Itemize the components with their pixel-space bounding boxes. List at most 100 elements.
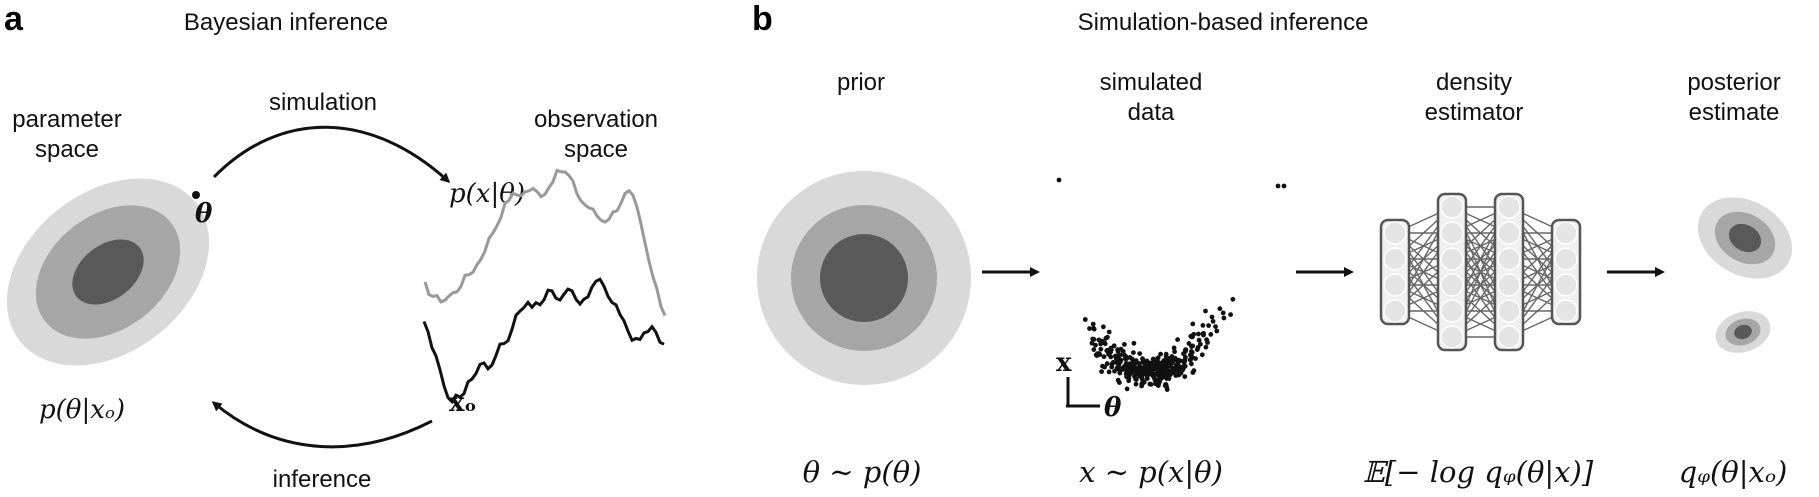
- scatter-point: [1131, 350, 1136, 355]
- network-node: [1497, 299, 1521, 323]
- scatter-point: [1190, 321, 1196, 327]
- scatter-point: [1103, 335, 1109, 341]
- scatter-point: [1191, 368, 1197, 373]
- scatter-point: [1090, 321, 1096, 327]
- network-node: [1383, 299, 1407, 323]
- posterior-lower-inner: [1734, 324, 1752, 340]
- scatter-point: [1203, 308, 1208, 314]
- scatter-point: [1127, 364, 1132, 370]
- scatter-point: [1131, 340, 1137, 346]
- scatter-point: [1186, 341, 1192, 346]
- scatter-point: [1056, 177, 1062, 183]
- scatter-point: [1193, 356, 1198, 361]
- scatter-axes: x θ: [1056, 348, 1122, 423]
- observation-space-label-line1: observation: [534, 106, 658, 133]
- scatter-point: [1110, 360, 1116, 365]
- scatter-point: [1108, 354, 1114, 360]
- scatter-point: [1158, 360, 1164, 366]
- scatter-point: [1205, 340, 1210, 345]
- scatter-point: [1162, 383, 1168, 389]
- scatter-point: [1129, 356, 1135, 362]
- panel-a-letter: a: [4, 0, 24, 38]
- scatter-point: [1206, 323, 1211, 328]
- network-node: [1497, 273, 1521, 297]
- stage-density-label-line2: estimator: [1425, 99, 1524, 126]
- scatter-point: [1166, 376, 1172, 381]
- stage-simulated-label-line2: data: [1128, 99, 1175, 126]
- simulated-series-line: [423, 168, 667, 317]
- prior-inner-circle: [820, 234, 908, 322]
- scatter-point: [1098, 346, 1104, 352]
- scatter-point: [1117, 359, 1123, 365]
- scatter-point: [1115, 347, 1120, 353]
- inference-arrow: [211, 401, 433, 449]
- scatter-point: [1163, 351, 1169, 357]
- scatter-point: [1120, 349, 1126, 354]
- scatter-point: [1091, 326, 1097, 332]
- scatter-point: [1154, 381, 1160, 387]
- network-node: [1554, 221, 1578, 245]
- scatter-point: [1175, 337, 1180, 342]
- scatter-point: [1183, 347, 1189, 353]
- scatter-point: [1190, 334, 1195, 339]
- scatter-point: [1104, 361, 1110, 366]
- scatter-point: [1181, 365, 1186, 371]
- stage-simulated-label-line1: simulated: [1100, 69, 1203, 96]
- scatter-point: [1137, 351, 1143, 356]
- theta-point: [192, 191, 200, 199]
- panel-a: a Bayesian inference parameter space obs…: [4, 0, 667, 493]
- scatter-point: [1117, 366, 1123, 372]
- scatter-point: [1176, 372, 1182, 378]
- network-node: [1554, 299, 1578, 323]
- scatter-point: [1141, 379, 1147, 385]
- scatter-point: [1220, 310, 1226, 316]
- network-node: [1383, 273, 1407, 297]
- scatter-point: [1221, 315, 1227, 321]
- network-node: [1497, 221, 1521, 245]
- scatter-point: [1275, 183, 1281, 189]
- network-node: [1383, 221, 1407, 245]
- posterior-upper-inner: [1728, 223, 1762, 253]
- network-node: [1383, 247, 1407, 271]
- simulation-label: simulation: [269, 89, 377, 116]
- network-node: [1440, 195, 1464, 219]
- network-layer: [1550, 218, 1582, 326]
- observed-series-line: [422, 277, 665, 405]
- formula-posterior: qᵩ(θ|xₒ): [1679, 455, 1788, 489]
- scatter-point: [1209, 314, 1215, 320]
- formula-loss: 𝔼[− log qᵩ(θ|x)]: [1363, 455, 1594, 489]
- parameter-space-label-line1: parameter: [12, 106, 121, 133]
- scatter-point: [1112, 368, 1117, 374]
- observed-data-label: xₒ: [449, 388, 477, 418]
- scatter-point: [1133, 381, 1139, 387]
- stage-density-label-line1: density: [1436, 69, 1512, 96]
- density-inner-ellipse: [72, 239, 144, 305]
- panel-b-title: Simulation-based inference: [1078, 9, 1369, 36]
- network-node: [1440, 221, 1464, 245]
- scatter-point: [1230, 296, 1236, 302]
- scatter-point: [1183, 354, 1188, 360]
- panel-b-letter: b: [752, 0, 773, 38]
- scatter-point: [1168, 362, 1174, 367]
- scatter-point: [1113, 353, 1118, 359]
- network-node: [1440, 273, 1464, 297]
- scatter-point: [1136, 361, 1142, 366]
- scatter-point: [1176, 363, 1181, 368]
- posterior-mode-upper: [1697, 197, 1793, 279]
- stage-posterior-label-line1: posterior: [1687, 69, 1780, 96]
- scatter-point: [1091, 337, 1097, 342]
- scatter-point: [1097, 352, 1103, 357]
- network-node: [1497, 247, 1521, 271]
- scatter-point: [1124, 356, 1130, 361]
- scatter-point: [1093, 342, 1098, 348]
- scatter-point: [1089, 340, 1095, 346]
- scatter-point: [1175, 357, 1181, 363]
- observation-timeseries: [422, 168, 667, 405]
- formula-simulator: x ∼ p(x|θ): [1079, 455, 1223, 489]
- scatter-point: [1281, 183, 1287, 189]
- scatter-point: [1151, 356, 1157, 362]
- scatter-point: [1151, 364, 1156, 369]
- scatter-point: [1199, 352, 1205, 358]
- scatter-point: [1159, 371, 1164, 376]
- scatter-point: [1189, 361, 1194, 367]
